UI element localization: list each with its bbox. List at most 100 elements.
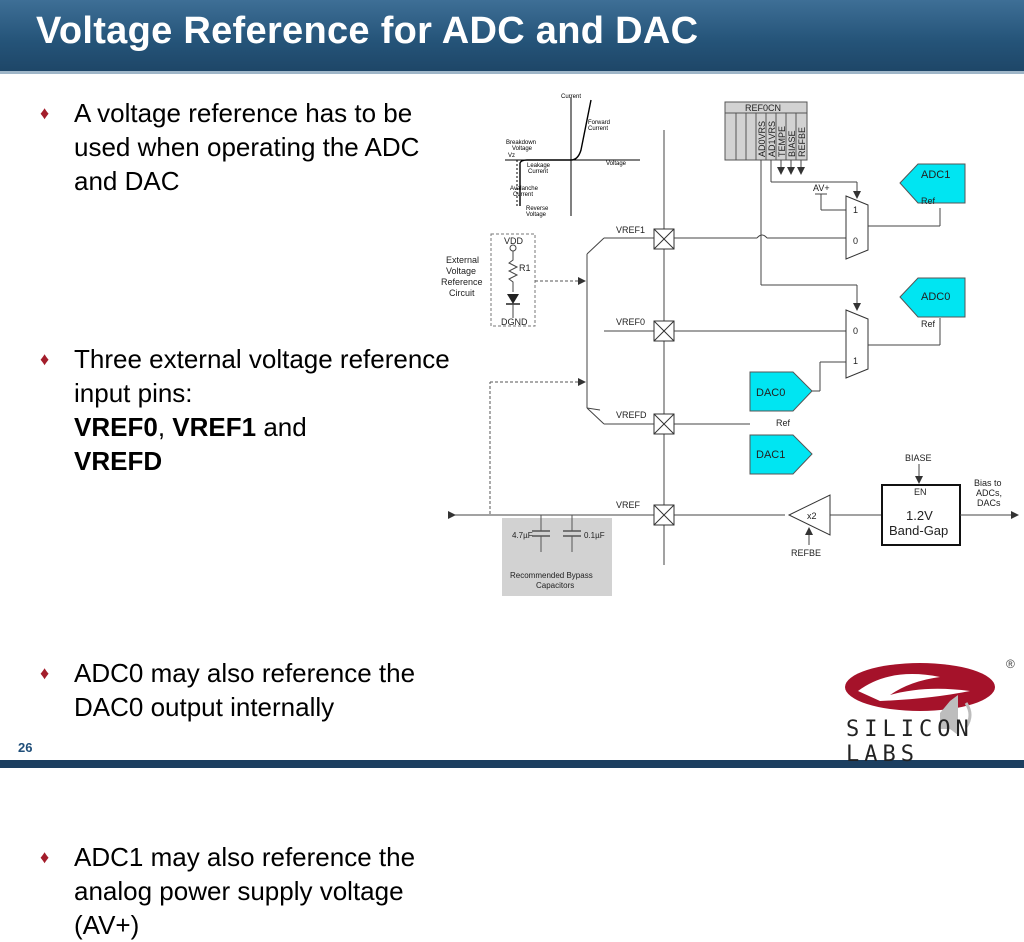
diamond-bullet-icon: ♦ <box>40 663 50 683</box>
diamond-bullet-icon: ♦ <box>40 103 50 123</box>
bypass-cap-2-label: 0.1µF <box>584 531 605 540</box>
bypass-caption-2: Capacitors <box>536 581 574 590</box>
iv-reverse-label-2: Voltage <box>526 212 547 218</box>
list-item: ♦ Three external voltage reference input… <box>38 342 468 478</box>
iv-reverse-label: Reverse <box>526 206 549 212</box>
diamond-bullet-icon: ♦ <box>40 847 50 867</box>
slide-number: 26 <box>18 740 33 755</box>
list-item: ♦ A voltage reference has to be used whe… <box>38 96 468 198</box>
ref0cn-title: REF0CN <box>745 103 781 113</box>
iv-forward-label-2: Current <box>588 126 608 132</box>
logo-swoosh-icon <box>845 663 995 735</box>
bullet-text: A voltage reference has to be used when … <box>74 98 420 196</box>
diode-iv-curve <box>502 90 644 216</box>
ref0cn-bit-biase: BIASE <box>787 130 797 157</box>
speaker-icon <box>940 695 958 735</box>
ref0cn-bit-refbe: REFBE <box>797 127 807 157</box>
iv-avalanche-label: Avalanche <box>510 186 539 192</box>
adc1-label: ADC1 <box>921 169 950 181</box>
title-bar <box>0 0 1024 74</box>
external-reference-circuit <box>490 233 586 327</box>
logo-text: SILICON LABS <box>846 717 974 767</box>
page-title: Voltage Reference for ADC and DAC <box>36 10 699 52</box>
diamond-bullet-icon: ♦ <box>40 349 50 369</box>
ref0cn-bit-tempe: TEMPE <box>777 126 787 157</box>
bypass-capacitors <box>502 515 612 596</box>
pin-label-vref: VREF <box>616 500 641 510</box>
vref-dashed-feedback <box>489 378 586 514</box>
adc0-mux <box>819 309 941 386</box>
bullet-bold-vref1: VREF1 <box>172 412 257 442</box>
refbe-label: REFBE <box>791 548 821 558</box>
bullet-text: Three external voltage reference input p… <box>74 344 450 408</box>
pin-pads <box>653 228 675 526</box>
pin-pad-vref <box>653 504 675 526</box>
bullet-text: ADC0 may also reference the DAC0 output … <box>74 658 416 722</box>
bias-label-3: DACs <box>977 498 1001 508</box>
bullet-text-and: and <box>263 412 307 442</box>
pin-wires <box>448 234 846 519</box>
adc0-label: ADC0 <box>921 291 950 303</box>
dac0-label: DAC0 <box>756 387 785 399</box>
iv-forward-label: Forward <box>588 120 610 126</box>
dac1-label: DAC1 <box>756 449 785 461</box>
adc1-ref-label: Ref <box>921 196 936 206</box>
iv-breakdown-label: Breakdown <box>506 140 536 146</box>
bullet-text: ADC1 may also reference the analog power… <box>74 842 416 940</box>
pin-pad-vref0 <box>653 320 675 342</box>
ext-ref-label-3: Reference <box>441 277 483 287</box>
mux1-input-0-label: 0 <box>853 236 858 246</box>
adc1-block <box>899 163 966 204</box>
en-label: EN <box>914 487 927 497</box>
iv-breakdown-label-2: Voltage <box>512 146 533 152</box>
ext-ref-label-2: Voltage <box>446 266 476 276</box>
ref0cn-bit-ad0vrs: AD0VRS <box>757 121 767 157</box>
vdd-label: VDD <box>504 236 524 246</box>
iv-current-label: Current <box>561 94 581 100</box>
iv-leakage-label: Leakage <box>527 163 551 169</box>
bandgap-block <box>881 464 1019 546</box>
iv-leakage-label-2: Current <box>528 169 548 175</box>
x2-buffer <box>787 494 882 545</box>
mux1-input-1-label: 1 <box>853 205 858 215</box>
iv-voltage-label: Voltage <box>606 161 627 167</box>
pin-selector-switch <box>586 237 605 425</box>
bypass-cap-1-label: 4.7µF <box>512 531 533 540</box>
pin-label-vref1: VREF1 <box>616 225 645 235</box>
biase-label: BIASE <box>905 453 932 463</box>
bullet-text-comma: , <box>157 412 166 442</box>
dac-ref-label: Ref <box>776 418 791 428</box>
dac0-block <box>749 371 821 412</box>
x2-label: x2 <box>807 511 817 521</box>
ref0cn-bit-ad1vrs: AD1VRS <box>767 121 777 157</box>
avplus-label: AV+ <box>813 183 830 193</box>
ref0cn-register <box>724 101 808 161</box>
pin-label-vref0: VREF0 <box>616 317 645 327</box>
ext-ref-label-1: External <box>446 255 479 265</box>
adc0-block <box>899 277 966 318</box>
register-control-lines <box>760 160 861 311</box>
bandgap-voltage-label: 1.2V <box>906 508 933 523</box>
pin-pad-vrefd <box>653 413 675 435</box>
bias-label-2: ADCs, <box>976 488 1002 498</box>
dgnd-label: DGND <box>501 317 528 327</box>
silicon-labs-logo: ® SILICON LABS <box>820 655 1024 767</box>
adc0-ref-label: Ref <box>921 319 936 329</box>
bias-label-1: Bias to <box>974 478 1002 488</box>
iv-avalanche-label-2: Current <box>513 192 533 198</box>
pin-label-vrefd: VREFD <box>616 410 647 420</box>
list-item: ♦ ADC1 may also reference the analog pow… <box>38 840 468 942</box>
bullet-bold-vref0: VREF0 <box>74 412 158 442</box>
voltage-reference-diagram: Current Forward Current Breakdown Voltag… <box>441 90 1019 596</box>
list-item: ♦ ADC0 may also reference the DAC0 outpu… <box>38 656 468 724</box>
bullet-bold-vrefd: VREFD <box>74 446 163 476</box>
registered-mark: ® <box>1006 657 1015 671</box>
bandgap-name-label: Band-Gap <box>889 523 948 538</box>
ext-ref-label-4: Circuit <box>449 288 475 298</box>
adc1-mux <box>815 193 941 260</box>
footer-bar <box>0 760 1024 768</box>
bypass-caption-1: Recommended Bypass <box>510 571 593 580</box>
r1-label: R1 <box>519 263 531 273</box>
dac1-block <box>749 434 813 475</box>
mux2-input-0-label: 0 <box>853 326 858 336</box>
